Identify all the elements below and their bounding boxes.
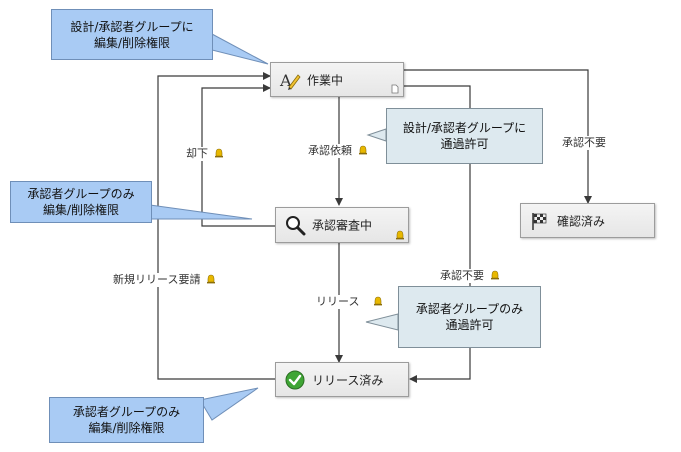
callout-line: 編集/削除権限 (93, 35, 171, 50)
transition-label-request-approval: 承認依頼 (306, 144, 370, 158)
state-confirmed-label: 確認済み (557, 214, 606, 228)
bell-icon (396, 230, 404, 240)
callout-tail-bottom-right (365, 313, 399, 331)
callout-line: 設計/承認者グループに (402, 121, 527, 135)
transition-label-no-approval-top: 承認不要 (560, 136, 608, 150)
callout-bottom-right: 承認者グループのみ 通過許可 (398, 286, 541, 348)
callout-line: 通過許可 (440, 137, 489, 151)
callout-bottom-left: 承認者グループのみ 編集/削除権限 (49, 397, 204, 443)
state-review-label: 承認審査中 (312, 218, 373, 233)
bell-icon (491, 270, 499, 280)
magnifier-icon (286, 216, 306, 236)
svg-text:A: A (279, 71, 292, 90)
transition-label-no-approval-mid: 承認不要 (438, 269, 502, 283)
checkered-flag-icon (532, 212, 547, 230)
callout-line: 承認者グループのみ (27, 187, 135, 201)
state-review[interactable]: 承認審査中 (275, 207, 409, 243)
bell-icon (374, 296, 383, 306)
state-working-label: 作業中 (307, 73, 344, 87)
pen-letter-icon: A (279, 71, 301, 90)
transition-label-release: リリース (314, 295, 386, 309)
document-icon (391, 84, 399, 94)
transition-label-reject: 却下 (184, 147, 226, 161)
green-check-icon (285, 370, 305, 389)
transition-label-new-release-request: 新規リリース要請 (111, 273, 219, 287)
callout-line: 承認者グループのみ (415, 302, 524, 316)
callout-line: 設計/承認者グループに (70, 19, 194, 34)
callout-mid-right: 設計/承認者グループに 通過許可 (386, 108, 543, 164)
state-confirmed[interactable]: 確認済み (520, 203, 655, 238)
callout-tail-mid-right (366, 128, 387, 142)
callout-tail-mid-left (149, 204, 253, 220)
state-released[interactable]: リリース済み (275, 362, 409, 397)
state-released-label: リリース済み (312, 373, 384, 387)
callout-line: 通過許可 (445, 318, 494, 332)
callout-top-left: 設計/承認者グループに 編集/削除権限 (51, 9, 213, 60)
callout-line: 承認者グループのみ (72, 405, 181, 419)
bell-icon (215, 148, 223, 158)
edge-new-release-request (157, 72, 275, 380)
edge-no-approval-mid (404, 85, 471, 383)
callout-tail-bottom-left (199, 387, 259, 421)
callout-line: 編集/削除権限 (88, 421, 165, 435)
edge-no-approval-top (404, 69, 592, 204)
state-working[interactable]: A 作業中 (270, 62, 404, 97)
bell-icon (207, 274, 216, 284)
bell-icon (359, 145, 367, 155)
callout-mid-left: 承認者グループのみ 編集/削除権限 (10, 181, 152, 223)
callout-tail-top-left (211, 33, 269, 65)
callout-line: 編集/削除権限 (42, 203, 120, 217)
